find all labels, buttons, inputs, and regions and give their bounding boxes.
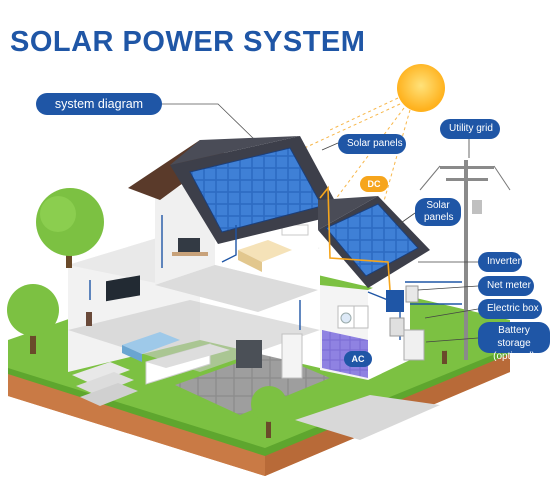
tree-icon	[36, 188, 104, 268]
kitchen	[145, 333, 303, 385]
label-line: panels	[424, 212, 454, 223]
front-stairs	[72, 362, 138, 406]
house-upper-floor	[155, 175, 318, 312]
label-net-meter: Net meter	[478, 276, 534, 296]
utility-pole-icon	[419, 160, 511, 360]
equipment	[386, 285, 425, 361]
label-ac: AC	[344, 351, 372, 367]
callout-line	[160, 103, 256, 141]
dc-wiring	[319, 185, 391, 291]
living-room	[86, 275, 180, 362]
system-diagram-pill: system diagram	[36, 93, 162, 115]
label-line: Solar	[426, 200, 450, 211]
label-line: (optional)	[493, 351, 535, 362]
label-dc: DC	[360, 176, 388, 192]
tree-icon	[7, 284, 59, 354]
label-electric-box: Electric box	[478, 299, 542, 319]
label-battery-storage: Battery storage (optional)	[478, 322, 550, 362]
label-solar-panels-second: Solar panels	[415, 198, 461, 226]
label-inverter: Inverter	[478, 252, 522, 272]
label-line: Battery storage	[497, 325, 531, 349]
label-connectors	[321, 130, 479, 343]
tree-icon	[427, 317, 461, 364]
label-utility-grid: Utility grid	[440, 119, 500, 139]
sun-icon	[299, 64, 445, 216]
label-solar-panels-main: Solar panels	[338, 134, 406, 154]
walkway	[295, 395, 440, 440]
page-title: SOLAR POWER SYSTEM	[10, 26, 366, 58]
tree-icon	[251, 386, 287, 438]
